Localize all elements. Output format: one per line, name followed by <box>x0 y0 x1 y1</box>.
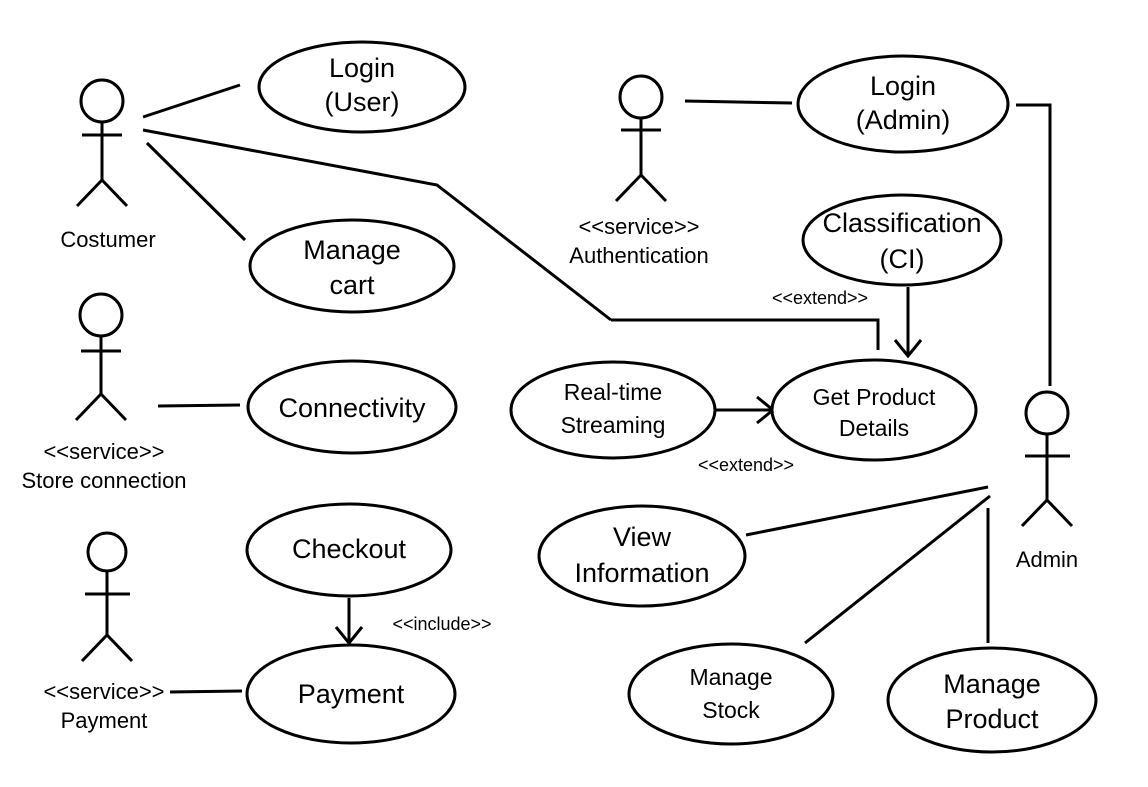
actor-store-connection-label: Store connection <box>21 468 186 493</box>
use-case-manage-cart-line2: cart <box>329 270 375 300</box>
use-case-manage-stock-line1: Manage <box>689 664 772 690</box>
assoc-store-connectivity <box>157 403 241 408</box>
use-case-classification-line2: (CI) <box>880 244 925 274</box>
use-case-classification: Classification (CI) <box>801 193 1003 287</box>
actor-payment-stereotype: <<service>> <box>43 679 164 704</box>
use-case-login-user-line2: (User) <box>325 87 400 117</box>
use-case-login-admin: Login (Admin) <box>796 54 1010 154</box>
directed-relations <box>334 287 923 646</box>
assoc-costumer-manage-cart <box>145 141 247 242</box>
assoc-admin-manage-stock <box>804 494 991 645</box>
actor-admin <box>1020 390 1074 528</box>
actor-costumer-label: Costumer <box>60 227 155 252</box>
assoc-payment-service <box>169 689 243 694</box>
actor-payment <box>80 531 134 663</box>
actor-store-connection <box>74 292 128 422</box>
use-case-get-product-details: Get Product Details <box>770 358 978 462</box>
use-case-realtime-streaming-line1: Real-time <box>564 379 662 405</box>
use-case-realtime-streaming: Real-time Streaming <box>509 360 717 460</box>
use-case-manage-stock: Manage Stock <box>627 642 835 746</box>
use-case-manage-cart-line1: Manage <box>303 235 401 265</box>
use-case-connectivity: Connectivity <box>246 359 458 455</box>
use-case-get-product-details-line1: Get Product <box>813 384 936 410</box>
actor-payment-label: Payment <box>61 708 148 733</box>
use-case-checkout: Checkout <box>245 502 453 598</box>
use-case-manage-product-line1: Manage <box>943 669 1041 699</box>
use-case-login-user-line1: Login <box>329 53 395 83</box>
use-case-connectivity-line1: Connectivity <box>278 393 426 423</box>
use-case-realtime-streaming-line2: Streaming <box>561 412 666 438</box>
arrowhead-classification <box>893 339 923 359</box>
actor-store-connection-stereotype: <<service>> <box>43 439 164 464</box>
stereotype-include-payment: <<include>> <box>392 614 491 634</box>
assoc-login-admin-admin <box>1016 103 1052 386</box>
use-case-view-information: View Information <box>537 504 747 608</box>
assoc-extend-bracket <box>611 318 880 350</box>
use-case-manage-cart: Manage cart <box>248 218 456 314</box>
use-case-login-admin-line1: Login <box>870 71 936 101</box>
use-case-manage-product: Manage Product <box>886 646 1098 754</box>
use-case-manage-product-line2: Product <box>945 704 1039 734</box>
assoc-auth-login-admin <box>684 99 793 105</box>
assoc-admin-view-information <box>745 485 989 537</box>
use-case-classification-line1: Classification <box>822 208 981 238</box>
arrowhead-checkout <box>334 626 364 646</box>
assoc-costumer-realtime-streaming <box>142 128 612 322</box>
actor-costumer <box>75 78 129 208</box>
actor-authentication-stereotype: <<service>> <box>578 214 699 239</box>
use-case-payment: Payment <box>245 643 457 745</box>
use-case-manage-stock-line2: Stock <box>702 697 760 723</box>
actor-authentication <box>614 74 668 203</box>
stereotype-extend-classification: <<extend>> <box>772 288 868 308</box>
use-case-payment-line1: Payment <box>298 679 405 709</box>
use-case-checkout-line1: Checkout <box>292 534 407 564</box>
associations <box>142 83 1052 694</box>
use-case-login-admin-line2: (Admin) <box>856 105 951 135</box>
actor-authentication-label: Authentication <box>569 243 708 268</box>
use-case-view-information-line1: View <box>613 522 672 552</box>
assoc-costumer-login-user <box>142 83 241 119</box>
use-case-login-user: Login (User) <box>257 40 467 134</box>
use-case-view-information-line2: Information <box>574 558 709 588</box>
stereotype-extend-streaming: <<extend>> <box>698 455 794 475</box>
use-case-get-product-details-line2: Details <box>839 415 909 441</box>
actor-admin-label: Admin <box>1016 547 1078 572</box>
